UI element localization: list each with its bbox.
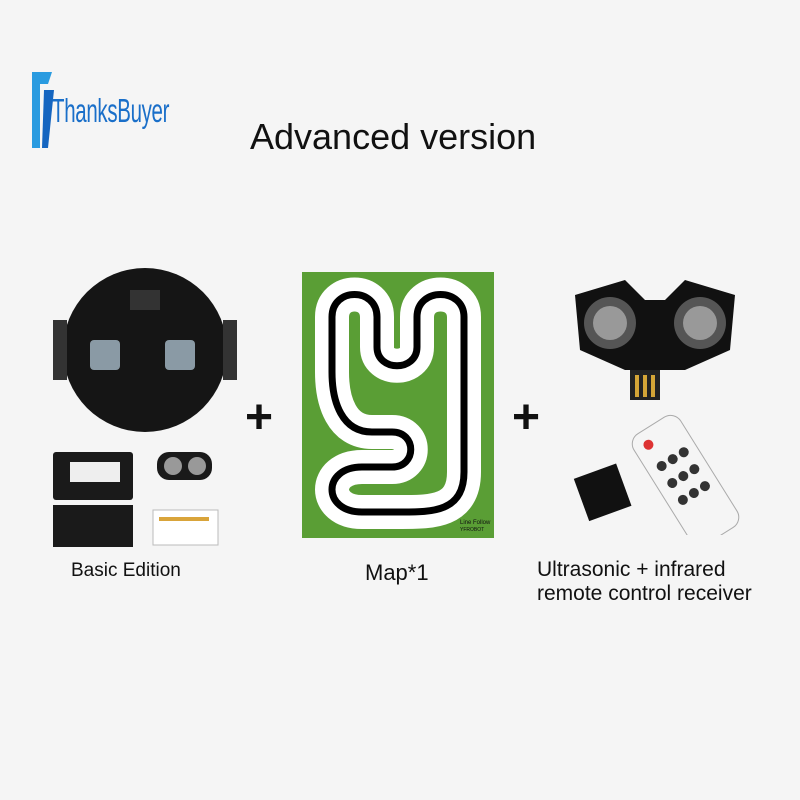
- plus-sign-2: +: [512, 391, 541, 444]
- basic-edition-caption: Basic Edition: [71, 560, 181, 581]
- logo-mark-icon: [32, 72, 54, 148]
- basic-edition-image: [53, 268, 237, 547]
- page-title: Advanced version: [250, 116, 537, 157]
- brand-logo: [30, 70, 160, 155]
- line-follow-map-image: Line Follow YFROBOT: [302, 272, 494, 538]
- caption-line-1: Ultrasonic + infrared: [537, 558, 726, 581]
- ultrasonic-ir-caption: Ultrasonic + infrared remote control rec…: [537, 558, 752, 606]
- map-label: Line Follow: [460, 520, 491, 526]
- caption-line-2: remote control receiver: [537, 582, 752, 605]
- brand-logo-text: ThanksBuyer: [52, 92, 170, 129]
- map-caption: Map*1: [365, 560, 429, 585]
- ultrasonic-ir-image: [573, 280, 740, 535]
- map-brand-label: YFROBOT: [460, 527, 484, 533]
- plus-sign-1: +: [245, 391, 274, 444]
